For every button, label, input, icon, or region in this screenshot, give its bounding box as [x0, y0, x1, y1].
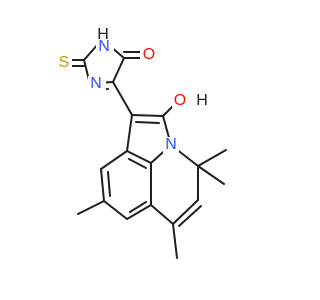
label-mask-layer	[56, 28, 212, 153]
atom-label-layer: H N S O N O H N	[59, 26, 208, 153]
bond-c5-c4r-double	[178, 205, 202, 227]
bond-c3-methyl-2	[197, 165, 225, 185]
molecule-svg: H N S O N O H N	[56, 26, 227, 259]
mask-s	[56, 55, 72, 71]
bond-c9b-c8	[100, 150, 128, 170]
mask-n-left	[88, 76, 106, 92]
atom-n-ring: N	[165, 136, 177, 153]
atom-s: S	[59, 54, 70, 71]
bond-c6-c5a-inner	[129, 201, 147, 213]
mask-n-top	[96, 39, 114, 55]
atom-oh-h: H	[196, 92, 208, 109]
bond-c5a-c5	[150, 204, 174, 225]
bond-c8-c7-inner	[107, 171, 111, 197]
bond-c8-c7	[100, 168, 105, 202]
bond-c5-c4	[112, 57, 125, 83]
mask-o-top	[140, 46, 158, 62]
bond-c7-methyl	[77, 200, 105, 215]
mask-oh	[172, 92, 212, 110]
bond-c1-c2-double	[135, 121, 160, 124]
mask-n-ring	[163, 137, 179, 153]
atom-o-top: O	[143, 46, 155, 63]
bond-c1-c2	[131, 114, 164, 117]
bond-c3-methyl-1	[197, 149, 227, 167]
atom-n-top: N	[98, 38, 110, 55]
molecule-canvas: H N S O N O H N	[56, 26, 227, 259]
atom-hn-h: H	[97, 26, 109, 43]
bond-c5-methyl	[172, 223, 178, 259]
bond-c6-c5a	[126, 204, 152, 220]
bond-c7-c6	[103, 200, 128, 220]
atom-n-left: N	[90, 75, 102, 92]
atom-oh-o: O	[174, 92, 186, 109]
bond-c5-c4r	[172, 199, 199, 225]
bond-c9b-c1	[126, 114, 133, 152]
bond-c9a-c9b	[126, 150, 152, 164]
bond-c4-c1	[112, 81, 133, 116]
bond-c9a-c9b-inner	[128, 158, 147, 169]
